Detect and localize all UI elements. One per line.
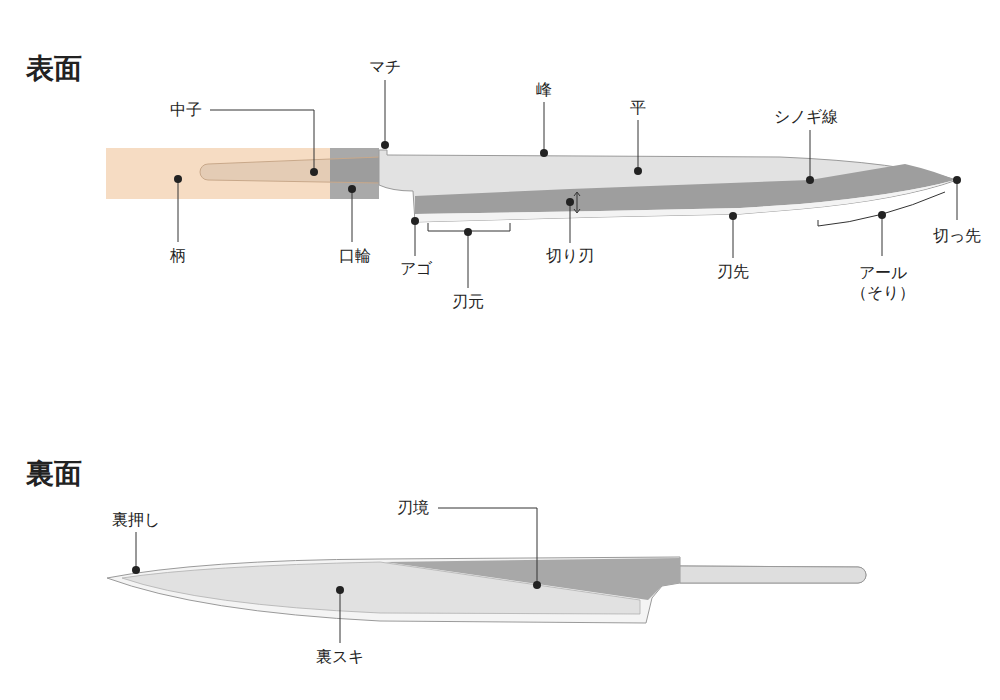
leader-line [468, 231, 469, 288]
label-holder: 中子 [169, 100, 203, 120]
callout-dot [132, 566, 140, 574]
callout-dot [411, 217, 419, 225]
label-holder: アール （そり） [847, 263, 919, 303]
leader-line [178, 179, 179, 242]
callout-dot [174, 175, 182, 183]
part-label: 刃元 [451, 292, 485, 312]
part-label: 柄 [169, 246, 187, 266]
callout-dot [310, 168, 318, 176]
callout-dot [464, 228, 472, 236]
leader-line [638, 120, 639, 171]
leader-line [340, 590, 341, 643]
blade [379, 150, 957, 222]
callout-dot [729, 212, 737, 220]
part-label: 口輪 [338, 246, 372, 266]
tang [200, 157, 380, 183]
leader-line [352, 189, 353, 242]
thickness-arrow [574, 192, 580, 213]
callout-dot [878, 211, 886, 219]
label-holder: 裏面 [25, 456, 83, 491]
callout-dot [953, 176, 961, 184]
callout-dot [566, 198, 574, 206]
callout-dot [540, 149, 548, 157]
label-holder: 表面 [25, 51, 83, 86]
callout-dot [381, 141, 389, 149]
label-holder: 刃境 [396, 498, 430, 518]
label-holder: 切り刃 [545, 246, 595, 266]
label-holder: 口輪 [338, 246, 372, 266]
leader-line [136, 532, 137, 570]
leader-line [733, 216, 734, 258]
section-title: 表面 [25, 51, 83, 86]
part-label: 平 [629, 98, 647, 118]
label-holder: 峰 [535, 80, 553, 100]
label-holder: シノギ線 [773, 107, 839, 127]
leader-line [882, 215, 883, 256]
part-label: 刃境 [396, 498, 430, 518]
part-label: シノギ線 [773, 107, 839, 127]
leader-line [438, 508, 537, 585]
label-holder: 刃先 [716, 262, 750, 282]
part-label: 刃先 [716, 262, 750, 282]
label-holder: 裏押し [111, 510, 161, 530]
part-label: 中子 [169, 100, 203, 120]
blade-back [107, 557, 866, 623]
callout-dot [348, 185, 356, 193]
label-holder: 切っ先 [932, 226, 982, 246]
part-label: 切っ先 [932, 226, 982, 246]
leader-line [957, 180, 958, 220]
leader-line [210, 110, 314, 172]
callout-dot [336, 586, 344, 594]
label-holder: マチ [368, 57, 402, 77]
bevel [415, 164, 955, 214]
leader-line [415, 221, 416, 256]
callout-dot [533, 581, 541, 589]
part-label: 切り刃 [545, 246, 595, 266]
callout-dot [806, 176, 814, 184]
label-holder: 刃元 [451, 292, 485, 312]
part-label: アール （そり） [847, 263, 919, 303]
label-holder: 柄 [169, 246, 187, 266]
part-label: マチ [368, 57, 402, 77]
label-holder: 裏スキ [315, 647, 365, 667]
section-title: 裏面 [25, 456, 83, 491]
label-holder: アゴ [399, 259, 433, 279]
leader-line [385, 80, 386, 145]
callout-dot [634, 167, 642, 175]
part-label: 峰 [535, 80, 553, 100]
part-label: 裏スキ [315, 647, 365, 667]
bevel-back [385, 558, 680, 600]
cutting-edge [415, 180, 955, 222]
tang [680, 566, 866, 583]
leader-line [570, 202, 571, 243]
label-holder: 平 [629, 98, 647, 118]
leader-line [544, 102, 545, 153]
part-label: アゴ [399, 259, 433, 279]
part-label: 裏押し [111, 510, 161, 530]
leader-line [810, 130, 811, 180]
